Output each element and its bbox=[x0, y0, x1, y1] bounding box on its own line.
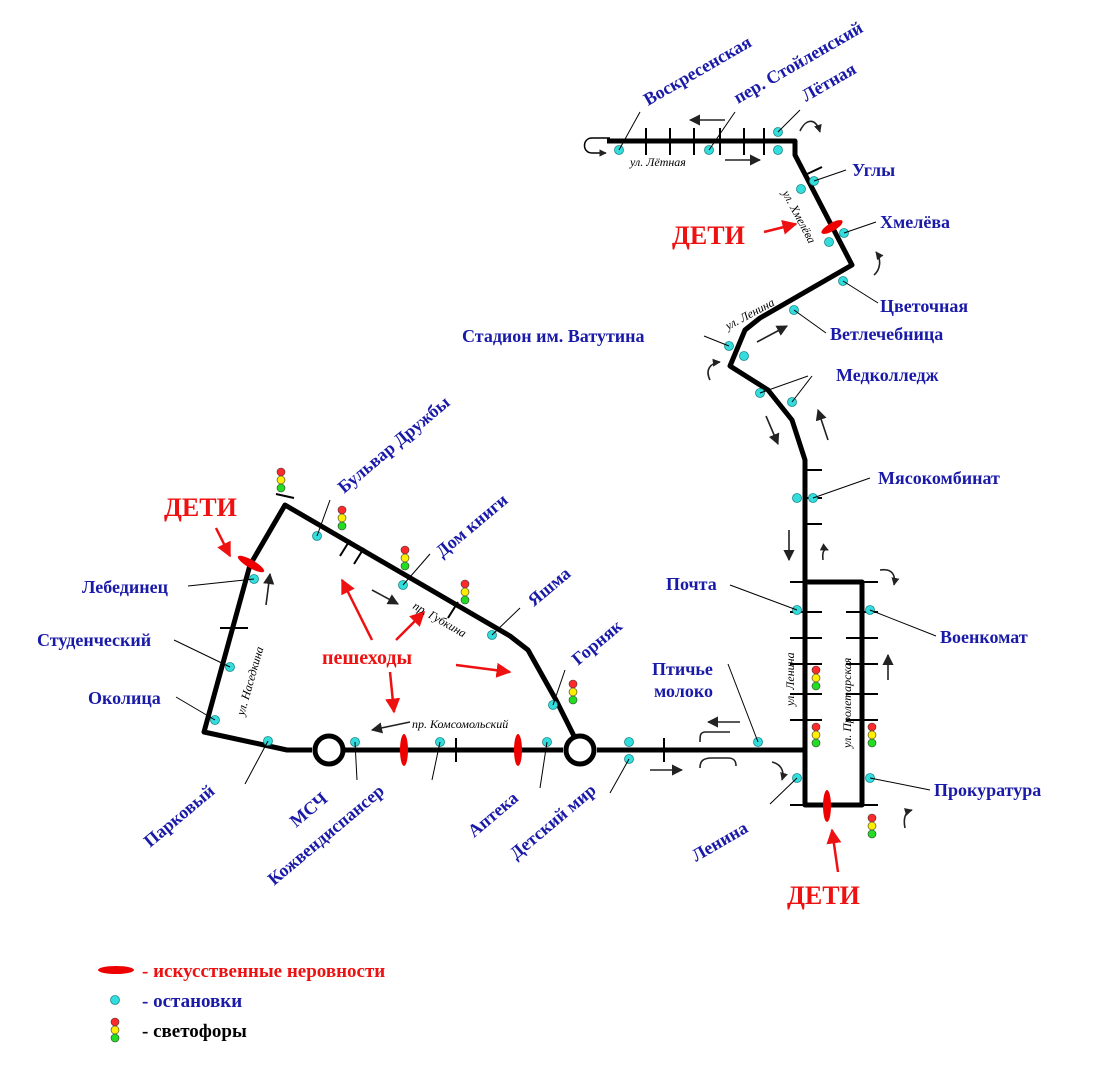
roundabout-msch bbox=[312, 733, 346, 767]
stop-label-voenkomat: Военкомат bbox=[940, 627, 1028, 647]
stop-label-myasokombinat: Мясокомбинат bbox=[878, 468, 1000, 488]
stop-label-dom-knigi: Дом книги bbox=[432, 490, 512, 562]
pedestrians-label: пешеходы bbox=[322, 647, 413, 669]
traffic-light bbox=[867, 813, 877, 839]
traffic-light bbox=[337, 505, 347, 531]
stop-label-okolitsa: Околица bbox=[88, 688, 161, 708]
traffic-light bbox=[811, 665, 821, 691]
stop-dot[interactable] bbox=[773, 145, 783, 155]
traffic-light bbox=[867, 722, 877, 748]
stop-label-lebedinets: Лебединец bbox=[82, 577, 169, 597]
traffic-light bbox=[400, 545, 410, 571]
stop-labels: Воскресенская пер. Стойленский Лётная Уг… bbox=[37, 17, 1041, 889]
street-label-lenina-lower: ул. Ленина bbox=[783, 652, 797, 707]
speed-bump bbox=[514, 734, 522, 766]
children-label-left: ДЕТИ bbox=[164, 493, 237, 522]
legend-light-symbol bbox=[110, 1017, 120, 1043]
stop-label-ugly: Углы bbox=[852, 160, 895, 180]
stop-label-medkolledzh: Медколледж bbox=[836, 365, 940, 385]
speed-bump bbox=[400, 734, 408, 766]
stop-label-tsvetochnaya: Цветочная bbox=[880, 296, 968, 316]
direction-arrows bbox=[263, 114, 913, 829]
traffic-lights bbox=[276, 467, 877, 839]
stop-label-yashma: Яшма bbox=[524, 563, 575, 610]
stop-dot[interactable] bbox=[796, 184, 806, 194]
route-lines bbox=[201, 138, 865, 808]
roundabout-gornyak bbox=[563, 733, 597, 767]
legend-bumps-label: - искусственные неровности bbox=[142, 961, 385, 982]
stop-label-khmeleva: Хмелёва bbox=[880, 212, 950, 232]
street-label-khmeleva: ул. Хмелёва bbox=[779, 187, 819, 246]
stop-label-pochta: Почта bbox=[666, 574, 717, 594]
street-label-komsomolsky: пр. Комсомольский bbox=[412, 717, 508, 731]
speed-bump bbox=[237, 555, 265, 573]
speed-bump bbox=[821, 220, 843, 234]
street-label-proletarskaya: ул. Пролетарская bbox=[840, 657, 854, 749]
legend-stop-symbol bbox=[110, 995, 120, 1005]
legend: - искусственные неровности - остановки -… bbox=[98, 961, 385, 1043]
route-letnaya bbox=[607, 138, 855, 752]
speed-bump bbox=[823, 790, 831, 822]
warning-labels: ДЕТИ ДЕТИ ДЕТИ пешеходы bbox=[164, 221, 860, 910]
legend-lights-label: - светофоры bbox=[142, 1021, 247, 1042]
children-label-top: ДЕТИ bbox=[672, 221, 745, 250]
stop-label-lenina: Ленина bbox=[688, 817, 751, 865]
stop-label-apteka: Аптека bbox=[464, 788, 522, 841]
speed-bumps bbox=[237, 220, 843, 822]
stop-dot[interactable] bbox=[624, 737, 634, 747]
stops bbox=[210, 127, 875, 783]
street-label-letnaya: ул. Лётная bbox=[629, 155, 686, 169]
stop-dot[interactable] bbox=[739, 351, 749, 361]
stop-label-detsky-mir: Детский мир bbox=[506, 780, 600, 863]
stop-dot[interactable] bbox=[792, 493, 802, 503]
stop-dot[interactable] bbox=[824, 237, 834, 247]
stop-label-ptichye-2: молоко bbox=[654, 681, 713, 701]
traffic-light bbox=[276, 467, 286, 493]
traffic-light bbox=[568, 679, 578, 705]
leader-lines bbox=[173, 109, 937, 805]
warning-arrows bbox=[214, 219, 842, 873]
street-label-nasedkina: ул. Наседкина bbox=[233, 645, 266, 718]
traffic-light bbox=[460, 579, 470, 605]
stop-label-bulvar-druzhby: Бульвар Дружбы bbox=[334, 392, 454, 497]
stop-label-stadion: Стадион им. Ватутина bbox=[462, 326, 645, 346]
children-label-bottom: ДЕТИ bbox=[787, 881, 860, 910]
legend-bump-symbol bbox=[98, 966, 134, 974]
stop-label-kozhvendispanser: Кожвендиспансер bbox=[264, 780, 388, 889]
stop-label-prokuratura: Прокуратура bbox=[934, 780, 1041, 800]
stop-label-ptichye-1: Птичье bbox=[652, 659, 713, 679]
u-turn-voskresenskaya bbox=[583, 137, 610, 157]
stop-label-vetlechebnitsa: Ветлечебница bbox=[830, 324, 943, 344]
stop-label-parkovy: Парковый bbox=[140, 781, 219, 852]
stop-label-studenchesky: Студенческий bbox=[37, 630, 151, 650]
legend-stops-label: - остановки bbox=[142, 991, 242, 1012]
stop-label-gornyak: Горняк bbox=[568, 615, 627, 669]
traffic-light bbox=[811, 722, 821, 748]
route-komsomolsky-far bbox=[201, 502, 581, 753]
